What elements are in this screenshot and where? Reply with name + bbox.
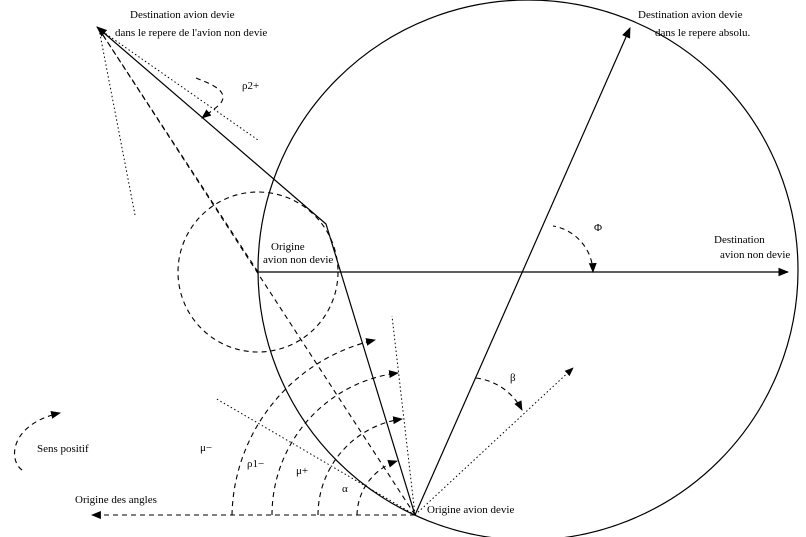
arc-beta: [475, 377, 523, 411]
arc-rho2-plus: [195, 77, 224, 119]
positive-sense-arrow: [14, 411, 61, 471]
dest-deviated-relative-label-2: dans le repere de l'avion non devie: [115, 27, 267, 39]
deviated-direct-dashed-line: [98, 28, 416, 516]
mu-plus-label: μ+: [296, 465, 308, 477]
dotted-beta-arrow: [414, 367, 574, 516]
dest-nondeviated-label-1: Destination: [714, 234, 765, 246]
absolute-reference-circle: [257, 0, 799, 537]
arc-alpha: [356, 460, 398, 516]
origin-nondeviated-label-1: Origine: [271, 241, 305, 253]
dest-deviated-absolute-label-1: Destination avion devie: [638, 9, 743, 21]
arc-mu-minus: [231, 338, 376, 516]
rho1-minus-label: ρ1−: [247, 458, 264, 470]
arc-rho1-minus: [271, 370, 399, 516]
dotted-mu-minus-line: [214, 397, 416, 516]
arc-phi: [552, 225, 597, 273]
dest-deviated-relative-label-1: Destination avion devie: [130, 9, 235, 21]
rho2-plus-label: ρ2+: [242, 80, 259, 92]
phi-label: Φ: [594, 222, 602, 234]
origin-angles-label: Origine des angles: [75, 494, 157, 506]
dest-nondeviated-label-2: avion non devie: [720, 249, 790, 261]
nondeviated-direct-dashed-line: [98, 28, 259, 273]
beta-label: β: [510, 372, 516, 384]
deviated-relative-route: [96, 26, 416, 516]
origin-nondeviated-label-2: avion non devie: [263, 254, 333, 266]
dotted-reference-line-1: [98, 28, 259, 141]
origin-deviated-label: Origine avion devie: [427, 504, 514, 516]
alpha-label: α: [342, 483, 348, 495]
positive-sense-label: Sens positif: [37, 443, 89, 455]
dotted-vertical-line: [391, 315, 416, 516]
deviated-absolute-route-arrow: [414, 27, 631, 516]
arc-mu-plus: [317, 416, 403, 516]
mu-minus-label: μ−: [200, 442, 212, 454]
dest-deviated-absolute-label-2: dans le repere absolu.: [655, 27, 751, 39]
dotted-reference-line-2: [98, 28, 136, 216]
